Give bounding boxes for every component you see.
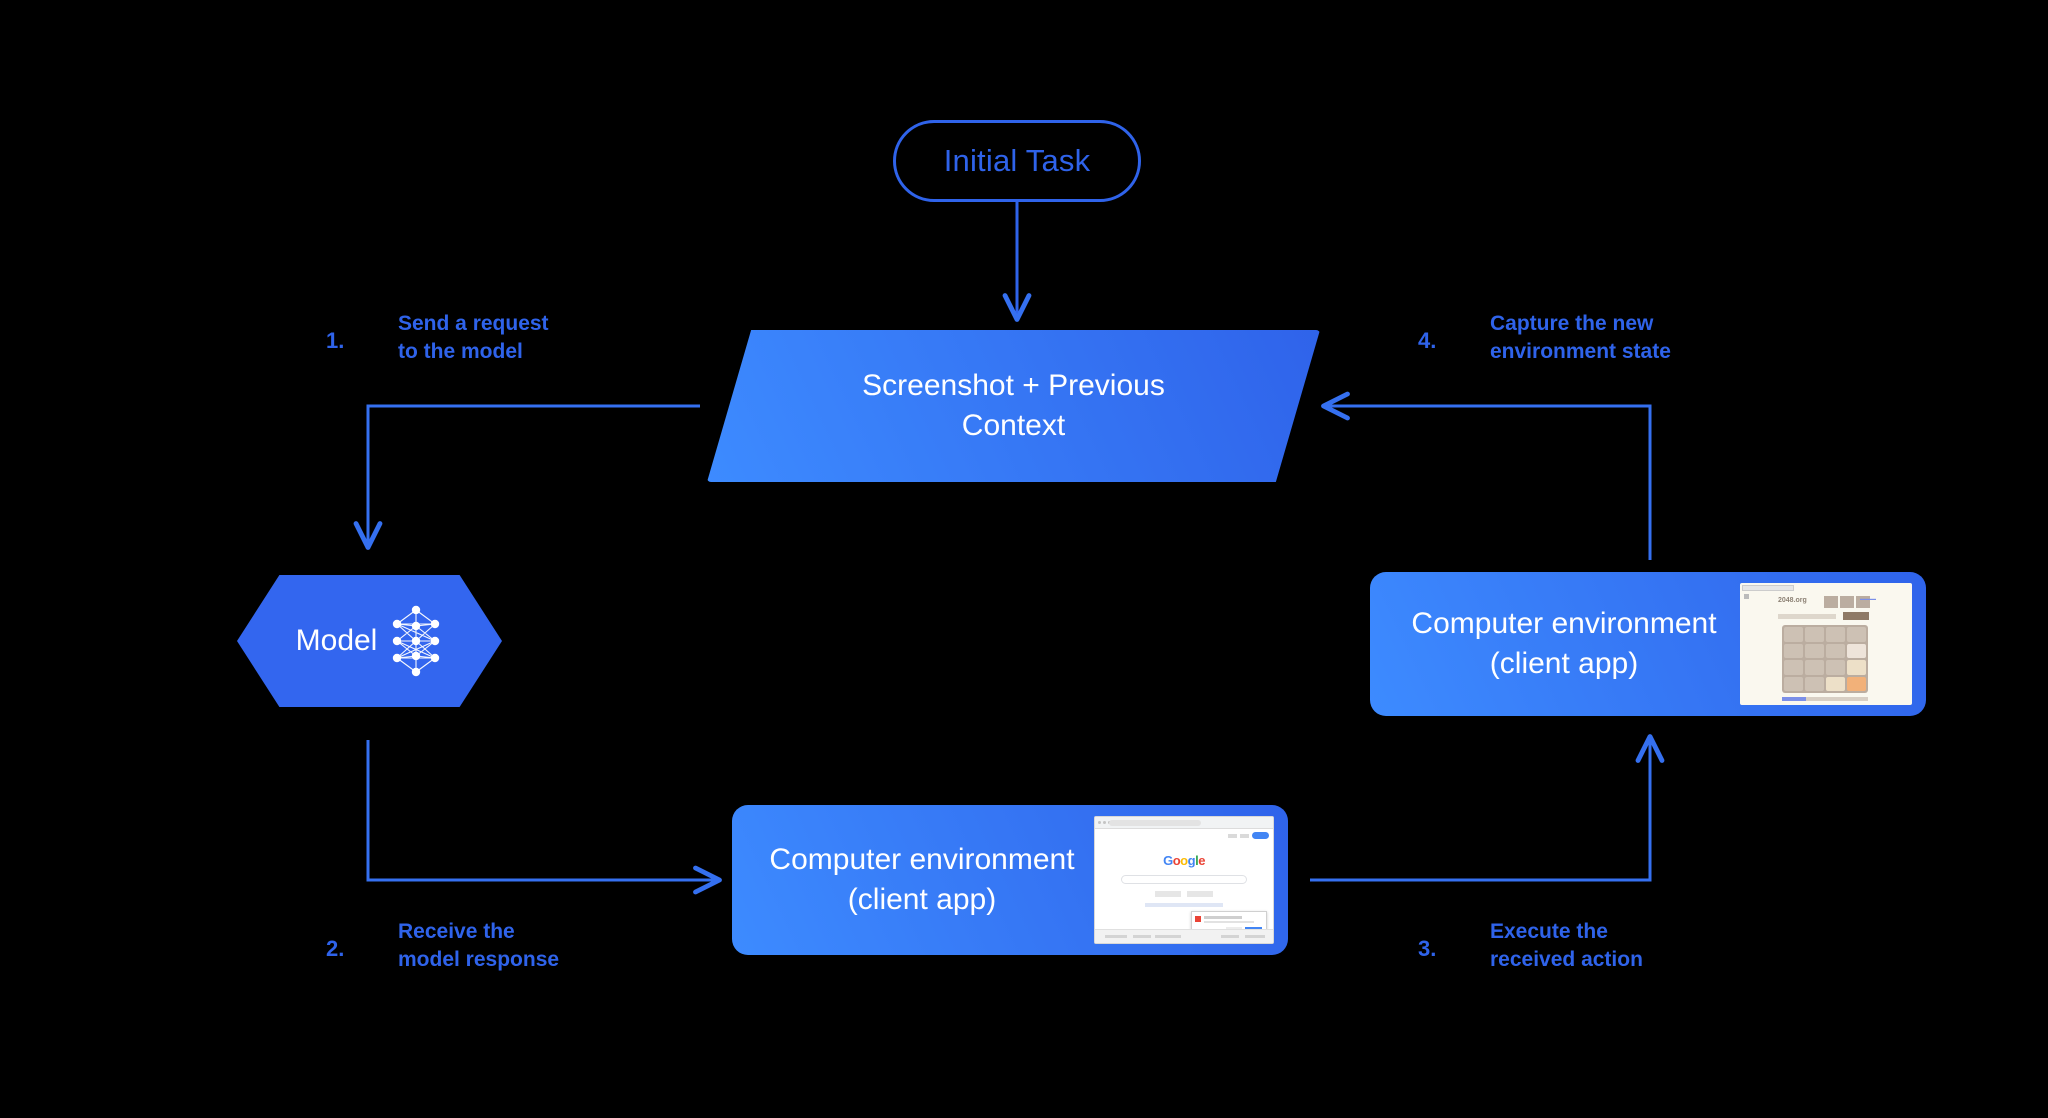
step-4-line-1: Capture the new bbox=[1490, 312, 1654, 335]
env-bottom-line-2: (client app) bbox=[847, 883, 997, 916]
step-3-line-2: received action bbox=[1490, 948, 1643, 972]
step-4-number: 4. bbox=[1418, 328, 1437, 353]
game-grid bbox=[1782, 625, 1868, 693]
step-1-line-1: Send a request bbox=[398, 312, 549, 335]
thumbnail-2048-game: 2048.org ▬▬▬▬ bbox=[1740, 583, 1912, 705]
step-1-number: 1. bbox=[326, 328, 345, 353]
step-4-text: Capture the new environment state bbox=[1490, 310, 1671, 367]
game-subtitle bbox=[1778, 614, 1836, 619]
grid-cell bbox=[1826, 627, 1845, 642]
grid-cell bbox=[1784, 643, 1803, 658]
initial-task-node[interactable]: Initial Task bbox=[893, 120, 1141, 202]
grid-cell bbox=[1784, 676, 1803, 691]
game-site-name: 2048.org bbox=[1778, 597, 1807, 604]
context-line-1: Screenshot + Previous bbox=[862, 369, 1165, 403]
step-3-line-1: Execute the bbox=[1490, 920, 1608, 943]
browser-tab-bar bbox=[1742, 585, 1794, 591]
env-right-line-2: (client app) bbox=[1489, 647, 1639, 680]
step-4-line-2: environment state bbox=[1490, 340, 1671, 364]
arrow-step-3 bbox=[1310, 734, 1665, 882]
step-2-line-2: model response bbox=[398, 948, 560, 972]
arrow-step-2 bbox=[366, 740, 722, 895]
computer-environment-right[interactable]: Computer environment (client app) 2048.o… bbox=[1370, 572, 1926, 716]
grid-cell bbox=[1826, 660, 1845, 675]
grid-cell bbox=[1784, 660, 1803, 675]
google-header-links bbox=[1228, 832, 1269, 839]
game-tile bbox=[1847, 676, 1866, 691]
grid-cell bbox=[1805, 627, 1824, 642]
step-3-number: 3. bbox=[1418, 936, 1437, 961]
step-label-1: 1. Send a request to the model bbox=[326, 310, 626, 380]
step-label-4: 4. Capture the new environment state bbox=[1418, 310, 1738, 380]
score-boxes bbox=[1824, 596, 1870, 608]
game-tile bbox=[1847, 660, 1866, 675]
sign-in-button bbox=[1252, 832, 1269, 839]
step-2-text: Receive the model response bbox=[398, 918, 559, 975]
step-2-line-1: Receive the bbox=[398, 920, 515, 943]
neural-network-icon bbox=[393, 605, 440, 677]
dialog-icon bbox=[1195, 916, 1201, 922]
browser-menu-icon bbox=[1744, 594, 1749, 599]
google-footer bbox=[1095, 929, 1273, 943]
address-bar bbox=[1109, 820, 1201, 826]
game-footer bbox=[1782, 697, 1868, 701]
computer-environment-bottom[interactable]: Computer environment (client app) Google bbox=[732, 805, 1288, 955]
google-logo: Google bbox=[1163, 853, 1205, 868]
model-label: Model bbox=[295, 624, 378, 657]
game-tile bbox=[1847, 643, 1866, 658]
game-footer-link bbox=[1782, 697, 1806, 701]
grid-cell bbox=[1805, 643, 1824, 658]
thumbnail-google-search: Google bbox=[1094, 816, 1274, 944]
google-search-box bbox=[1121, 875, 1247, 884]
env-right-label: Computer environment (client app) bbox=[1370, 604, 1740, 684]
context-line-2: Context bbox=[961, 409, 1066, 442]
step-label-2: 2. Receive the model response bbox=[326, 918, 626, 988]
new-game-button bbox=[1843, 612, 1869, 620]
step-label-3: 3. Execute the received action bbox=[1418, 918, 1718, 988]
game-tile bbox=[1826, 676, 1845, 691]
step-1-text: Send a request to the model bbox=[398, 310, 549, 367]
google-buttons bbox=[1155, 891, 1213, 897]
grid-cell bbox=[1847, 627, 1866, 642]
arrow-step-1 bbox=[353, 404, 700, 550]
initial-task-label: Initial Task bbox=[943, 143, 1091, 178]
step-1-line-2: to the model bbox=[398, 340, 523, 364]
header-links: ▬▬▬▬ bbox=[1860, 596, 1876, 601]
dialog-title bbox=[1204, 916, 1242, 919]
google-language-line bbox=[1145, 903, 1223, 907]
grid-cell bbox=[1805, 660, 1824, 675]
step-2-number: 2. bbox=[326, 936, 345, 961]
env-bottom-line-1: Computer environment bbox=[769, 843, 1075, 877]
dialog-body bbox=[1204, 921, 1254, 923]
grid-cell bbox=[1784, 627, 1803, 642]
env-right-line-1: Computer environment bbox=[1411, 607, 1717, 641]
context-node[interactable]: Screenshot + Previous Context bbox=[707, 330, 1320, 482]
step-3-text: Execute the received action bbox=[1490, 918, 1643, 975]
grid-cell bbox=[1805, 676, 1824, 691]
env-bottom-label: Computer environment (client app) bbox=[732, 840, 1094, 920]
arrow-step-4 bbox=[1321, 391, 1652, 560]
context-label: Screenshot + Previous Context bbox=[793, 366, 1234, 446]
model-node[interactable]: Model bbox=[237, 575, 502, 707]
grid-cell bbox=[1826, 643, 1845, 658]
